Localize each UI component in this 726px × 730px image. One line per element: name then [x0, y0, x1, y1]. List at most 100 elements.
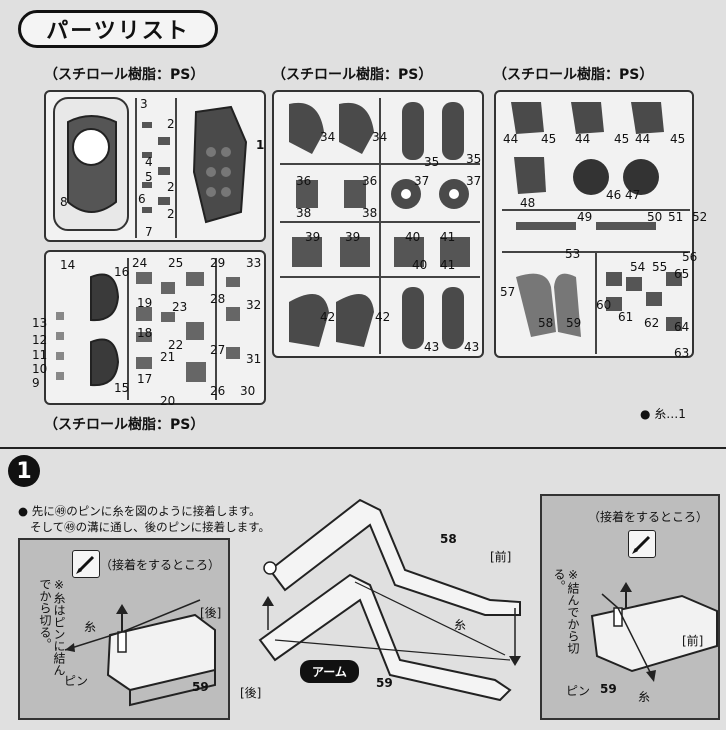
part-num-36a: 36 — [296, 174, 312, 188]
part-num-8: 8 — [60, 195, 68, 209]
parts-list-title: パーツリスト — [18, 10, 218, 48]
part-num-24: 24 — [132, 256, 148, 270]
part-num-40a: 40 — [405, 230, 421, 244]
part-num-25: 25 — [168, 256, 184, 270]
part-num-44c: 44 — [635, 132, 651, 146]
part-num-56: 56 — [682, 250, 698, 264]
left-rear-label: [後] — [200, 606, 222, 620]
part-num-44b: 44 — [575, 132, 591, 146]
center-rear-label: [後] — [240, 686, 262, 700]
part-num-44a: 44 — [503, 132, 519, 146]
left-pin-label: ピン — [64, 674, 89, 688]
left-knot-note: ※糸はピンに結んでから切る。 — [38, 578, 66, 676]
left-thread-label: 糸 — [84, 620, 97, 634]
part-num-43a: 43 — [424, 340, 440, 354]
right-glue-label: （接着をするところ） — [588, 510, 709, 524]
part-num-40b: 40 — [412, 258, 428, 272]
glue-brush-icon — [72, 550, 100, 578]
part-num-33: 33 — [246, 256, 262, 270]
left-glue-label: （接着をするところ） — [100, 558, 221, 572]
part-num-37a: 37 — [414, 174, 430, 188]
part-num-10: 10 — [32, 362, 48, 376]
part-num-65: 65 — [674, 267, 690, 281]
part-num-45a: 45 — [541, 132, 557, 146]
part-num-42b: 42 — [375, 310, 391, 324]
part-num-35a: 35 — [424, 155, 440, 169]
instruction-line-2: そして㊾の溝に通し、後のピンに接着します。 — [30, 520, 271, 534]
runner-label-1: （スチロール樹脂：PS） — [44, 67, 205, 83]
part-num-57: 57 — [500, 285, 516, 299]
part-num-50: 50 — [647, 210, 663, 224]
part-num-49: 49 — [577, 210, 593, 224]
instruction-line-1: ● 先に㊾のピンに糸を図のように接着します。 — [18, 504, 261, 518]
runner-c — [272, 90, 484, 358]
part-num-63: 63 — [674, 346, 690, 360]
center-front-label: [前] — [490, 550, 512, 564]
part-num-17: 17 — [137, 372, 153, 386]
left-part-59: 59 — [192, 680, 209, 694]
part-num-38a: 38 — [296, 206, 312, 220]
part-num-3: 3 — [140, 97, 148, 111]
part-num-59: 59 — [566, 316, 582, 330]
part-num-60: 60 — [596, 298, 612, 312]
part-num-21: 21 — [160, 350, 176, 364]
part-num-2a: 2 — [167, 117, 175, 131]
center-part-58: 58 — [440, 532, 457, 546]
part-num-37b: 37 — [466, 174, 482, 188]
part-num-31: 31 — [246, 352, 262, 366]
part-num-53: 53 — [565, 247, 581, 261]
part-num-14: 14 — [60, 258, 76, 272]
part-num-38b: 38 — [362, 206, 378, 220]
part-num-29: 29 — [210, 256, 226, 270]
center-part-59: 59 — [376, 676, 393, 690]
part-num-46: 46 — [606, 188, 622, 202]
part-num-51: 51 — [668, 210, 684, 224]
part-num-58: 58 — [538, 316, 554, 330]
part-num-34b: 34 — [372, 130, 388, 144]
part-num-36b: 36 — [362, 174, 378, 188]
part-num-64: 64 — [674, 320, 690, 334]
right-thread-label: 糸 — [638, 690, 651, 704]
part-num-39b: 39 — [345, 230, 361, 244]
part-num-27: 27 — [210, 343, 226, 357]
part-num-35b: 35 — [466, 152, 482, 166]
part-num-26: 26 — [210, 384, 226, 398]
runner-c-parts — [280, 98, 480, 354]
arm-label: アーム — [300, 660, 359, 683]
part-num-5: 5 — [145, 170, 153, 184]
part-num-32: 32 — [246, 298, 262, 312]
center-thread-label: 糸 — [454, 618, 467, 632]
right-detail-panel: （接着をするところ） ※結んでから切る。 [前] ピン 59 糸 — [540, 494, 720, 720]
runner-b-parts — [56, 258, 240, 400]
step-instructions: ● 先に㊾のピンに糸を図のように接着します。 そして㊾の溝に通し、後のピンに接着… — [18, 503, 270, 535]
part-num-41b: 41 — [440, 258, 456, 272]
part-num-28: 28 — [210, 292, 226, 306]
part-num-13: 13 — [32, 316, 48, 330]
part-num-12: 12 — [32, 333, 48, 347]
part-num-39a: 39 — [305, 230, 321, 244]
step-number: 1 — [8, 455, 40, 487]
right-part-59: 59 — [600, 682, 617, 696]
part-num-22: 22 — [168, 338, 184, 352]
runner-label-3: （スチロール樹脂：PS） — [493, 67, 654, 83]
right-knot-note: ※結んでから切る。 — [552, 568, 580, 654]
runner-d-parts — [502, 102, 690, 354]
part-num-61: 61 — [618, 310, 634, 324]
part-num-7: 7 — [145, 225, 153, 239]
right-pin-label: ピン — [566, 684, 591, 698]
part-num-55: 55 — [652, 260, 668, 274]
part-num-54: 54 — [630, 260, 646, 274]
part-num-19: 19 — [137, 296, 153, 310]
runner-a-parts — [53, 97, 248, 238]
part-num-16: 16 — [114, 265, 130, 279]
right-detail-drawing — [590, 582, 718, 682]
glue-brush-icon-right — [628, 530, 656, 558]
part-num-62: 62 — [644, 316, 660, 330]
section-divider — [0, 447, 726, 449]
part-num-47: 47 — [625, 188, 641, 202]
part-num-1: 1 — [256, 138, 265, 152]
right-front-label: [前] — [682, 634, 704, 648]
part-num-20: 20 — [160, 394, 176, 408]
part-num-43b: 43 — [464, 340, 480, 354]
